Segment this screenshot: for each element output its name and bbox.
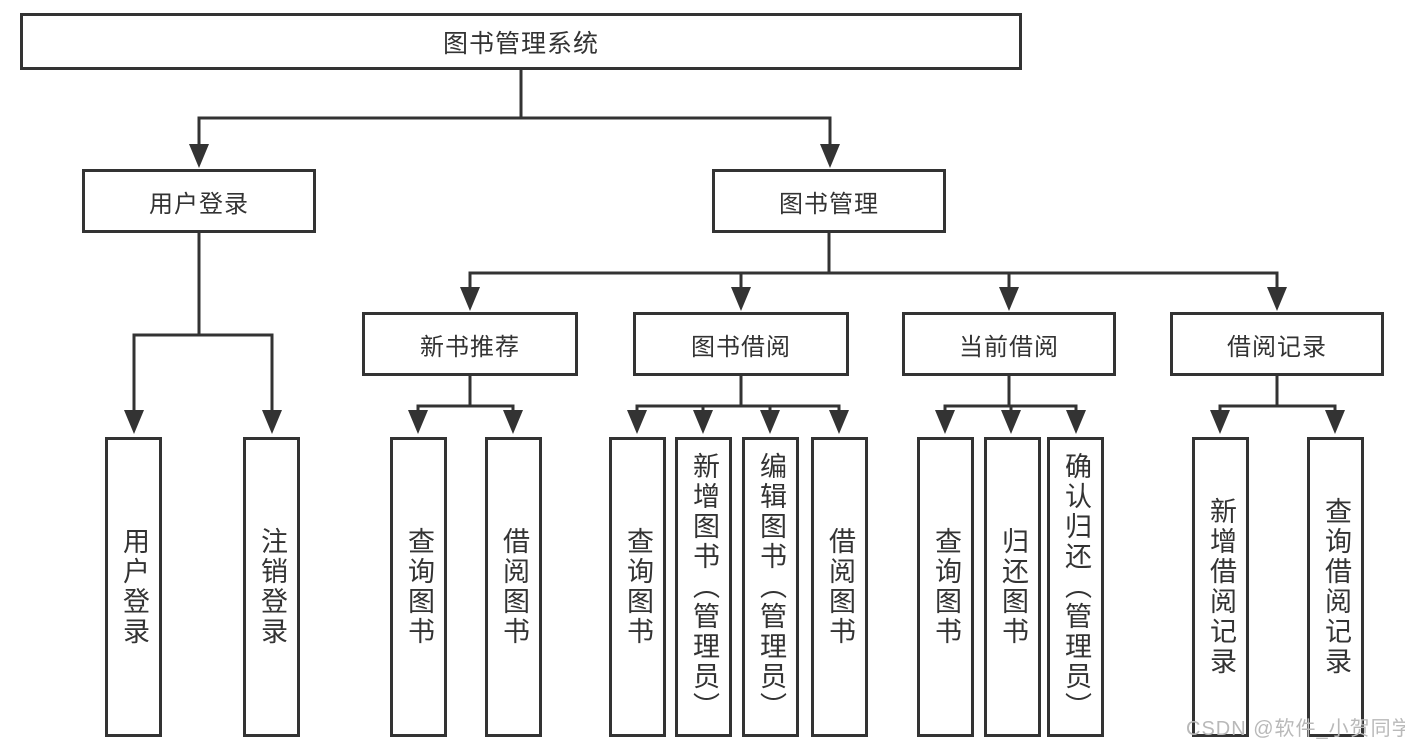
- leaf-borrow-books-recommend-label: 借阅图书: [499, 527, 529, 647]
- leaf-edit-books-admin-label: 编辑图书（管理员）: [756, 452, 786, 722]
- leaf-borrow-books-recommend: 借阅图书: [485, 437, 542, 737]
- node-current-borrowing: 当前借阅: [902, 312, 1116, 376]
- leaf-add-borrow-record-label: 新增借阅记录: [1206, 497, 1236, 677]
- node-new-book-recommendation: 新书推荐: [362, 312, 578, 376]
- leaf-return-books: 归还图书: [984, 437, 1041, 737]
- leaf-add-borrow-record: 新增借阅记录: [1192, 437, 1249, 737]
- node-library-management-system: 图书管理系统: [20, 13, 1022, 70]
- leaf-return-books-label: 归还图书: [998, 527, 1028, 647]
- leaf-add-books-admin-label: 新增图书（管理员）: [689, 452, 719, 722]
- watermark: CSDN @软件_小贺同学: [1186, 718, 1405, 740]
- leaf-confirm-return-admin: 确认归还（管理员）: [1047, 437, 1104, 737]
- leaf-query-books-current: 查询图书: [917, 437, 974, 737]
- node-book-borrowing: 图书借阅: [633, 312, 849, 376]
- leaf-logout-label: 注销登录: [257, 527, 287, 647]
- leaf-edit-books-admin: 编辑图书（管理员）: [742, 437, 799, 737]
- leaf-query-books-recommend: 查询图书: [390, 437, 447, 737]
- leaf-query-books-borrow: 查询图书: [609, 437, 666, 737]
- leaf-borrow-books-label: 借阅图书: [825, 527, 855, 647]
- leaf-query-borrow-record-label: 查询借阅记录: [1321, 497, 1351, 677]
- node-user-login-branch: 用户登录: [82, 169, 316, 233]
- node-borrowing-records: 借阅记录: [1170, 312, 1384, 376]
- leaf-query-books-current-label: 查询图书: [931, 527, 961, 647]
- leaf-add-books-admin: 新增图书（管理员）: [675, 437, 732, 737]
- leaf-query-borrow-record: 查询借阅记录: [1307, 437, 1364, 737]
- leaf-user-login-label: 用户登录: [119, 527, 149, 647]
- leaf-logout: 注销登录: [243, 437, 300, 737]
- leaf-query-books-recommend-label: 查询图书: [404, 527, 434, 647]
- node-book-management-branch: 图书管理: [712, 169, 946, 233]
- leaf-confirm-return-admin-label: 确认归还（管理员）: [1061, 452, 1091, 722]
- leaf-borrow-books: 借阅图书: [811, 437, 868, 737]
- leaf-user-login: 用户登录: [105, 437, 162, 737]
- leaf-query-books-borrow-label: 查询图书: [623, 527, 653, 647]
